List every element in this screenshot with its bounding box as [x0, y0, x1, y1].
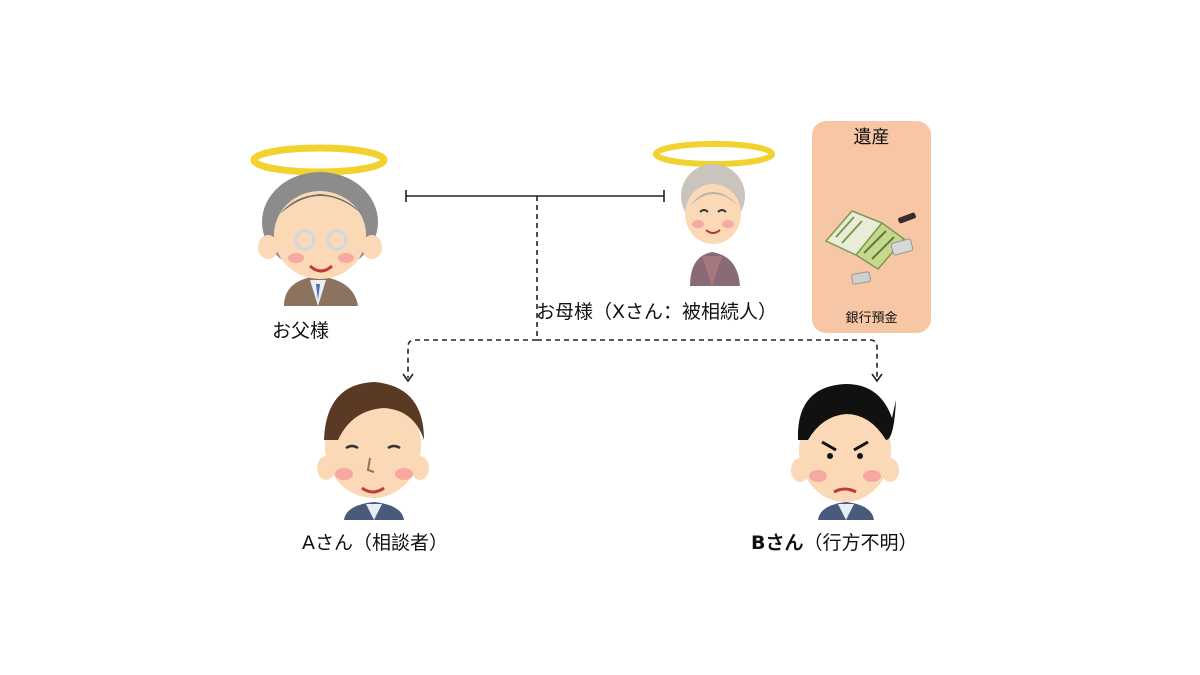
child-b-figure [791, 384, 899, 520]
child-b-hair [797, 384, 896, 440]
mother-label: お母様（Xさん：被相続人） [536, 301, 778, 323]
child-b-label: Bさん（行方不明） [751, 528, 918, 555]
bankbook-icon [824, 210, 916, 285]
child-a-figure [317, 382, 429, 520]
child-b-name: Bさん [751, 532, 804, 554]
father-figure [250, 144, 388, 306]
estate-box: 遺産 銀行預金 [812, 121, 931, 333]
father-halo [250, 144, 388, 176]
child-a-hair [324, 382, 424, 440]
descent-lines [407, 196, 878, 378]
father-glasses-left [294, 229, 316, 251]
child-a-label: Aさん（相談者） [302, 532, 448, 554]
child-b-status: （行方不明） [803, 532, 918, 554]
mother-figure [653, 141, 775, 286]
father-label: お父様 [272, 320, 330, 342]
father-glasses-right [326, 229, 348, 251]
arrowheads [402, 373, 883, 383]
estate-title: 遺産 [853, 127, 890, 148]
estate-item-label: 銀行預金 [845, 311, 898, 326]
marriage-line [405, 190, 665, 202]
mother-halo [653, 141, 775, 167]
